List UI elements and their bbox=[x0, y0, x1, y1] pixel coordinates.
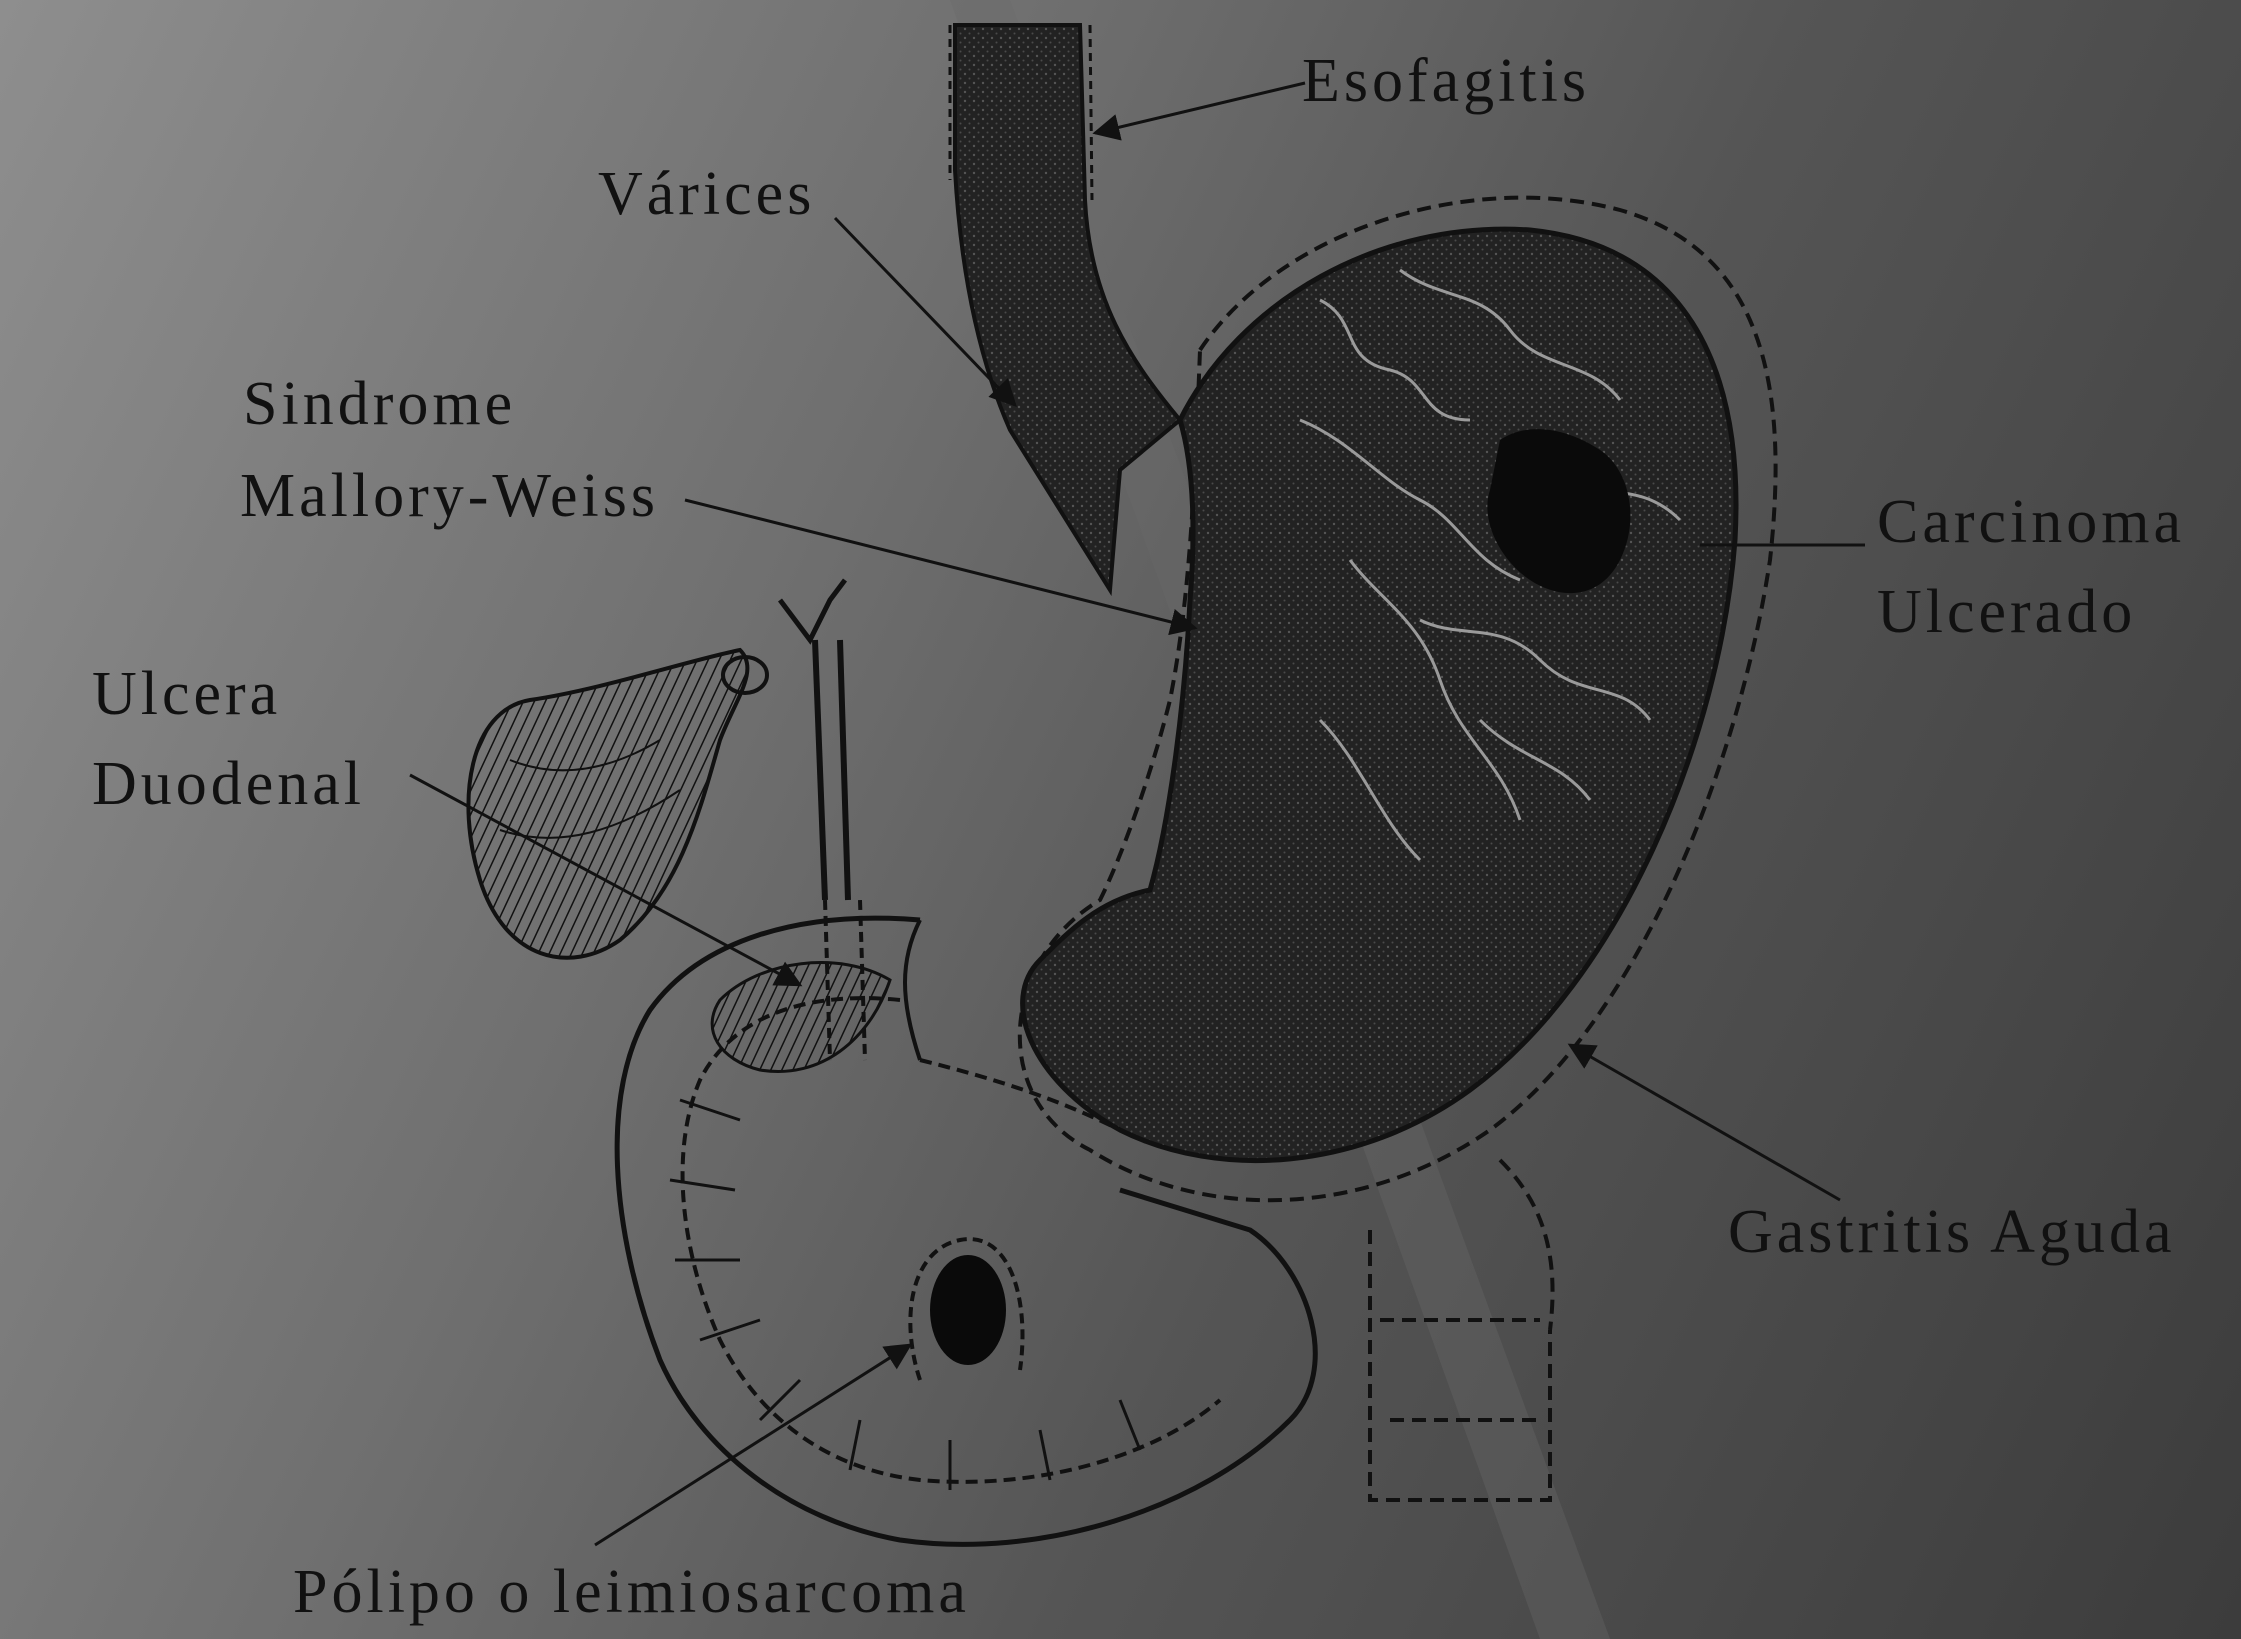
label-carcinoma-line2: Ulcerado bbox=[1877, 568, 2136, 656]
label-mallory-line2: Mallory-Weiss bbox=[240, 452, 659, 540]
label-ulcera-line2: Duodenal bbox=[92, 740, 365, 828]
label-varices: Várices bbox=[598, 150, 815, 238]
polyp bbox=[910, 1239, 1022, 1380]
label-mallory-line1: Sindrome bbox=[243, 360, 516, 448]
mallory-weiss-pointer bbox=[685, 500, 1195, 628]
gastritis-pointer bbox=[1570, 1045, 1840, 1200]
label-gastritis: Gastritis Aguda bbox=[1728, 1188, 2175, 1276]
gallbladder bbox=[468, 650, 767, 958]
label-carcinoma-line1: Carcinoma bbox=[1877, 478, 2185, 566]
polipo-pointer bbox=[595, 1345, 910, 1545]
label-ulcera-line1: Ulcera bbox=[92, 650, 281, 738]
label-polipo: Pólipo o leimiosarcoma bbox=[293, 1548, 970, 1636]
label-esofagitis: Esofagitis bbox=[1302, 37, 1590, 125]
esofagitis-pointer bbox=[1095, 83, 1305, 133]
